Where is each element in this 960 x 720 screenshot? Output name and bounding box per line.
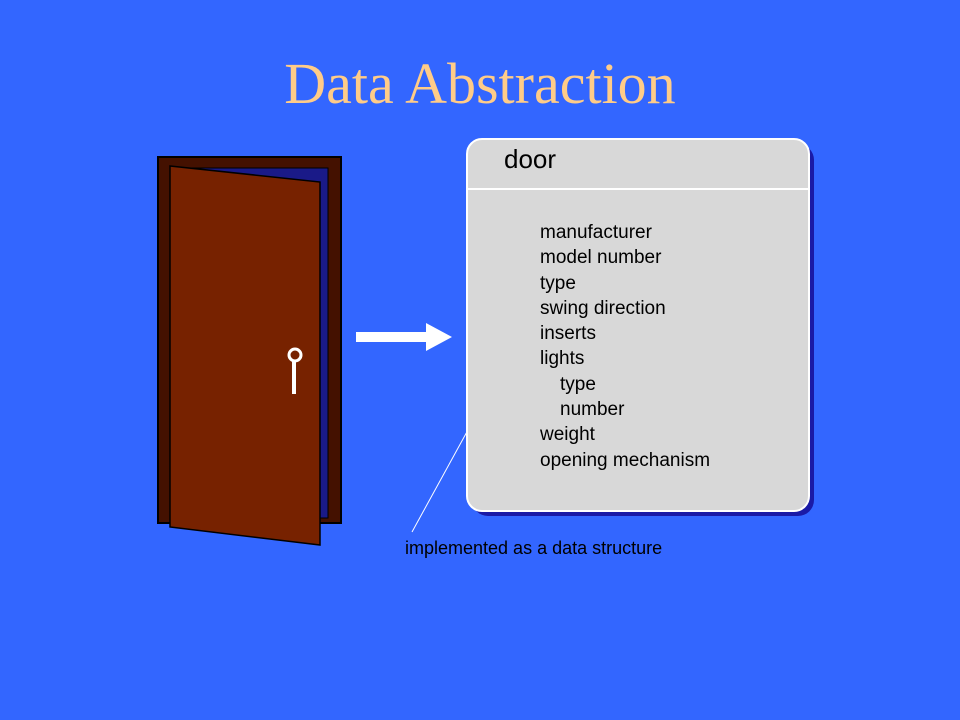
field-item: model number xyxy=(540,247,662,269)
field-item: inserts xyxy=(540,323,596,345)
field-list: manufacturer model number type swing direct… xyxy=(540,220,710,473)
slide-title: Data Abstraction xyxy=(284,51,676,116)
field-item: type xyxy=(560,373,596,395)
field-item: manufacturer xyxy=(540,222,652,243)
door-icon xyxy=(169,165,321,546)
door-data-card: door manufacturer model number type swing d… xyxy=(466,138,810,512)
card-header: door xyxy=(468,140,808,190)
right-arrow-icon xyxy=(356,323,452,351)
field-item: type xyxy=(540,272,576,294)
door-handle-icon xyxy=(287,347,303,394)
card-title: door xyxy=(504,144,557,174)
field-item: swing direction xyxy=(540,297,666,319)
caption: implemented as a data structure xyxy=(405,538,663,558)
field-item: weight xyxy=(540,424,595,446)
field-item: number xyxy=(560,399,625,421)
field-item: opening mechanism xyxy=(540,449,711,471)
field-item: lights xyxy=(540,348,585,370)
